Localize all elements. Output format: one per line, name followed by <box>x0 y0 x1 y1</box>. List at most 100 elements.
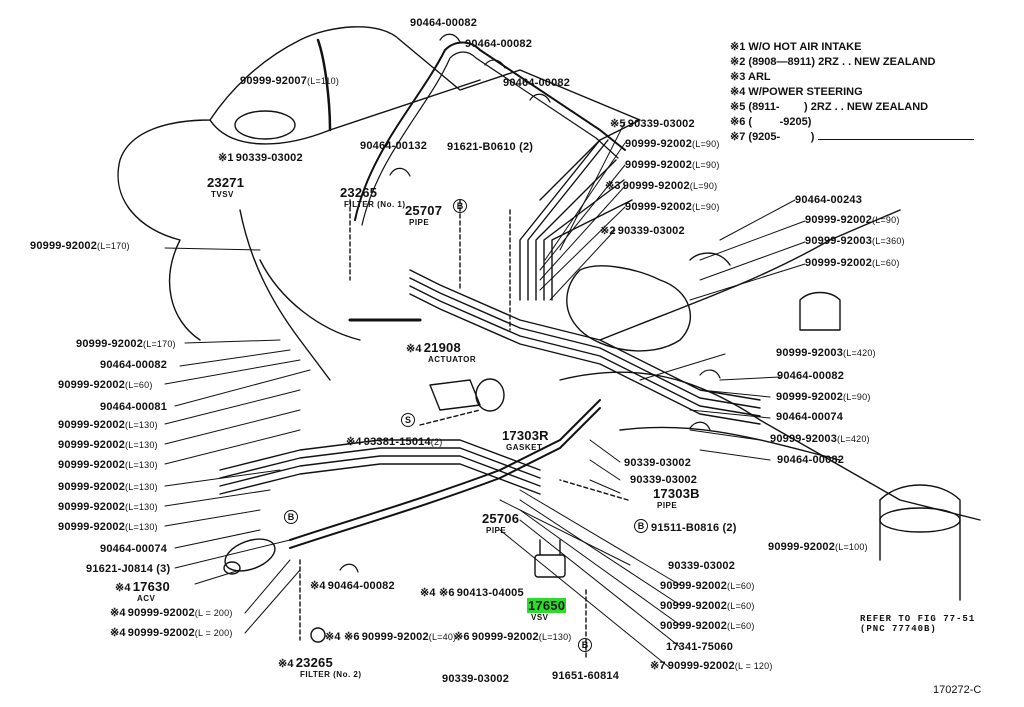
part-number[interactable]: 90413-04005 <box>456 587 524 599</box>
part-number[interactable]: 90464-00074 <box>776 411 844 423</box>
part-number[interactable]: 17341-75060 <box>666 641 734 653</box>
part-number[interactable]: 90339-03002 <box>624 457 692 469</box>
part-label[interactable]: 90999-92002(L=130) <box>58 439 158 451</box>
part-label[interactable]: 90999-92002(L=90) <box>625 159 720 171</box>
part-number[interactable]: 90339-03002 <box>627 118 695 130</box>
part-label[interactable]: 90464-00082 <box>100 359 167 371</box>
part-number[interactable]: 90999-92002 <box>776 391 844 403</box>
part-label[interactable]: 90999-92002(L=130) <box>58 459 158 471</box>
part-label[interactable]: 90999-92002(L=60) <box>805 257 900 269</box>
part-number[interactable]: 17630 <box>132 579 170 594</box>
part-number[interactable]: 90999-92002 <box>76 338 144 350</box>
part-number[interactable]: 91621-J0814 (3) <box>86 563 171 575</box>
part-number[interactable]: 25707 <box>405 203 443 218</box>
part-label[interactable]: 90999-92002(L=90) <box>625 138 720 150</box>
part-label[interactable]: 17303B <box>653 486 700 501</box>
part-label[interactable]: 91621-J0814 (3) <box>86 563 170 575</box>
part-label[interactable]: 90999-92002(L=60) <box>58 379 153 391</box>
part-number[interactable]: 17303R <box>502 428 549 443</box>
part-number[interactable]: 90464-00082 <box>410 17 478 29</box>
part-number[interactable]: 90464-00082 <box>327 580 395 592</box>
part-number[interactable]: 90999-92002 <box>667 660 735 672</box>
part-number[interactable]: 90999-92002 <box>58 501 126 513</box>
part-number[interactable]: 90999-92002 <box>805 214 873 226</box>
part-label[interactable]: 90339-03002 <box>624 457 691 469</box>
part-number[interactable]: 90999-92002 <box>127 627 195 639</box>
part-label[interactable]: 17341-75060 <box>666 641 733 653</box>
part-number[interactable]: 90464-00082 <box>465 38 533 50</box>
part-label[interactable]: 90999-92007(L=110) <box>240 75 339 87</box>
part-number[interactable]: 90999-92002 <box>58 481 126 493</box>
part-number[interactable]: 90464-00082 <box>777 454 845 466</box>
part-number[interactable]: 21908 <box>423 340 461 355</box>
part-number[interactable]: 93381-15014 <box>363 436 431 448</box>
part-number[interactable]: 90339-03002 <box>668 560 736 572</box>
part-label[interactable]: 17303R <box>502 428 549 443</box>
part-label[interactable]: 23265 <box>340 185 378 200</box>
part-number[interactable]: 90339-03002 <box>442 673 510 685</box>
part-label[interactable]: 90464-00243 <box>795 194 862 206</box>
part-number[interactable]: 90999-92002 <box>660 620 728 632</box>
part-number[interactable]: 90999-92002 <box>127 607 195 619</box>
part-label[interactable]: 91621-B0610 (2) <box>447 141 533 153</box>
part-number[interactable]: 90999-92002 <box>58 439 126 451</box>
part-number[interactable]: 90999-92003 <box>776 347 844 359</box>
part-label[interactable]: 90464-00082 <box>465 38 532 50</box>
part-number[interactable]: 90464-00082 <box>503 77 571 89</box>
part-label[interactable]: 90464-00082 <box>410 17 477 29</box>
part-number[interactable]: 90999-92002 <box>361 631 429 643</box>
part-label[interactable]: 90999-92002(L=90) <box>776 391 871 403</box>
part-label[interactable]: 90999-92002(L=130) <box>58 481 158 493</box>
part-label[interactable]: 90999-92003(L=420) <box>776 347 876 359</box>
part-label[interactable]: 90999-92002(L=170) <box>76 338 176 350</box>
part-number[interactable]: 90464-00082 <box>100 359 168 371</box>
part-label[interactable]: 90999-92002(L=100) <box>768 541 868 553</box>
part-number[interactable]: 91651-60814 <box>552 670 620 682</box>
part-number[interactable]: 90999-92002 <box>471 631 539 643</box>
part-label[interactable]: 90339-03002 <box>630 474 697 486</box>
part-number[interactable]: 90999-92002 <box>625 159 693 171</box>
part-label[interactable]: 90999-92003(L=420) <box>770 433 870 445</box>
part-number[interactable]: 90999-92002 <box>768 541 836 553</box>
part-number[interactable]: 17303B <box>653 486 700 501</box>
part-number[interactable]: 90464-00074 <box>100 543 168 555</box>
part-label[interactable]: 90999-92002(L=60) <box>660 580 755 592</box>
part-label[interactable]: 25706 <box>482 512 519 526</box>
part-label[interactable]: 90339-03002 <box>668 560 735 572</box>
part-number[interactable]: 90464-00243 <box>795 194 863 206</box>
part-number[interactable]: 90464-00082 <box>777 370 845 382</box>
part-number[interactable]: 23271 <box>207 175 245 190</box>
part-label[interactable]: 90999-92002(L=130) <box>58 521 158 533</box>
part-label[interactable]: 90464-00074 <box>776 411 843 423</box>
part-label[interactable]: 17650 <box>527 598 567 613</box>
part-number[interactable]: 90339-03002 <box>630 474 698 486</box>
part-number[interactable]: 90999-92007 <box>240 75 308 87</box>
part-number[interactable]: 90999-92002 <box>805 257 873 269</box>
part-label[interactable]: 90464-00081 <box>100 401 167 413</box>
part-number[interactable]: 23265 <box>340 185 378 200</box>
part-number[interactable]: 91511-B0816 (2) <box>651 522 737 534</box>
part-number[interactable]: 90999-92003 <box>770 433 838 445</box>
part-label[interactable]: 90999-92002(L=90) <box>625 201 720 213</box>
part-label[interactable]: 25707 <box>405 203 443 218</box>
part-label[interactable]: 90999-92002(L=60) <box>660 620 755 632</box>
part-number[interactable]: 90339-03002 <box>617 225 685 237</box>
part-label[interactable]: 90339-03002 <box>442 673 509 685</box>
part-label[interactable]: 91511-B0816 (2) <box>651 522 737 534</box>
part-label[interactable]: 90464-00082 <box>777 370 844 382</box>
part-number[interactable]: 90999-92002 <box>660 580 728 592</box>
part-number[interactable]: 90999-92002 <box>625 201 693 213</box>
